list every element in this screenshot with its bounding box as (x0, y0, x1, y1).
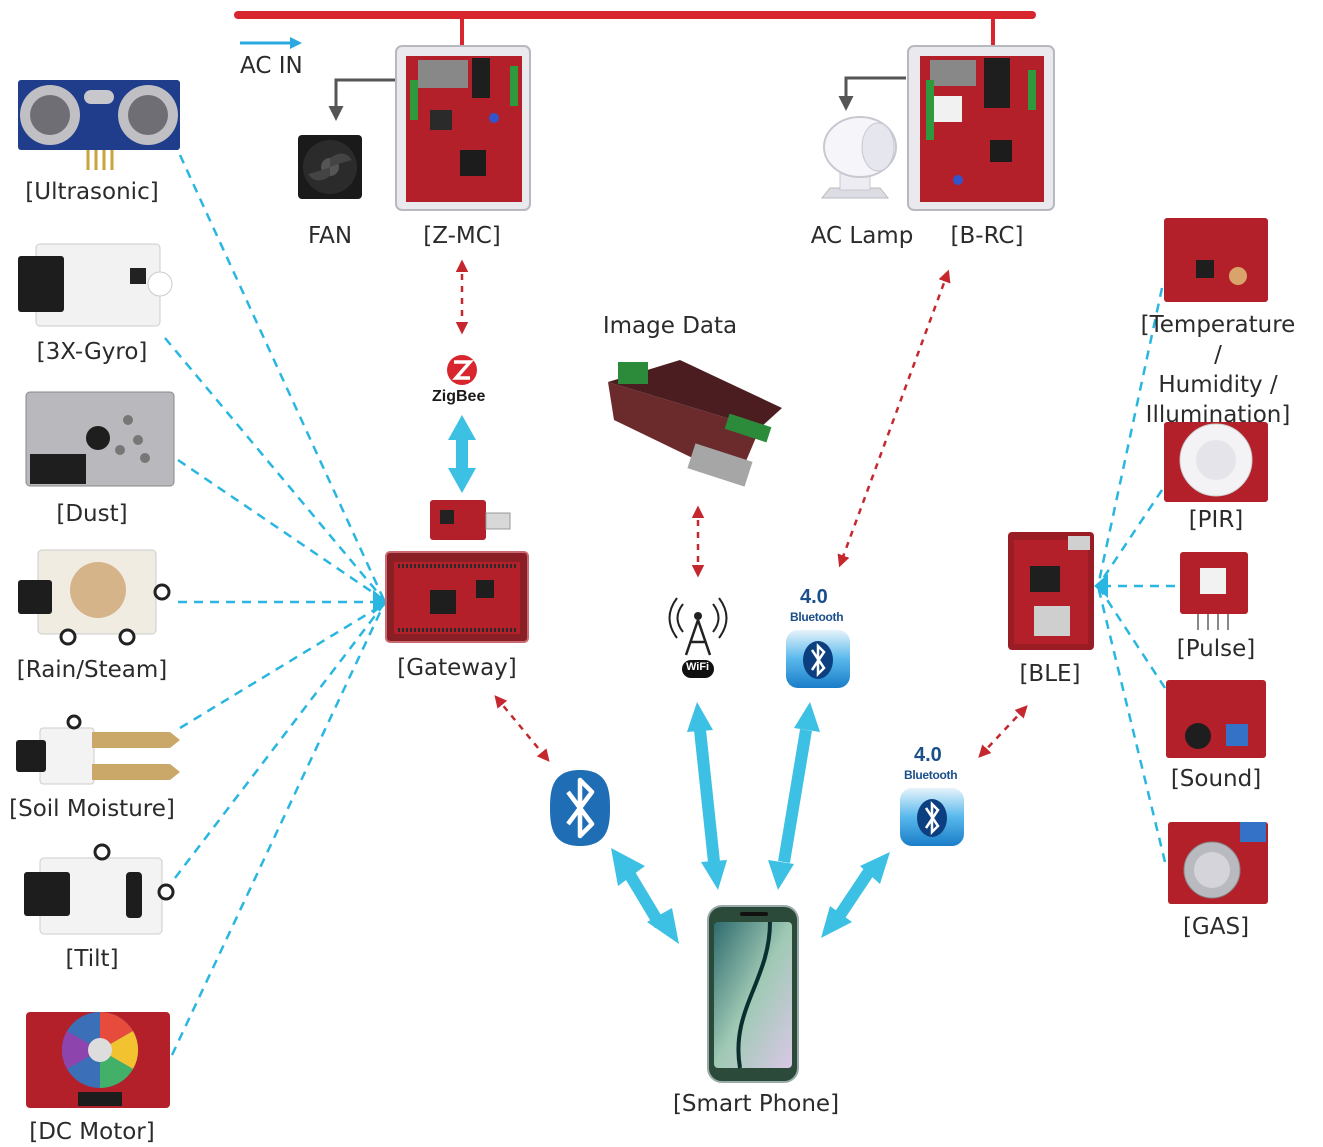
dc-motor-board (26, 1011, 170, 1108)
ble-arrowhead (1094, 574, 1108, 598)
image-data-label: Image Data (602, 313, 738, 339)
fan-icon (298, 135, 362, 199)
sensor-label-soil-moisture: [Soil Moisture] (9, 796, 175, 822)
sensor-label-pir: [PIR] (1188, 507, 1244, 533)
soil-moisture-sensor (16, 714, 180, 785)
image-data-board (608, 360, 782, 487)
ac-in-arrow (240, 37, 302, 49)
ble-board (1008, 532, 1094, 650)
gateway-board (385, 551, 529, 643)
sensor-label-tilt: [Tilt] (65, 946, 119, 972)
right-sensor-links (1096, 287, 1175, 863)
gateway-arrowhead (373, 590, 388, 614)
ultrasonic-sensor (18, 80, 180, 170)
fan-label: FAN (307, 223, 353, 249)
sensor-label-sound: [Sound] (1170, 766, 1262, 792)
sensor-label-rain-steam: [Rain/Steam] (16, 657, 168, 683)
sound-sensor (1166, 680, 1266, 758)
sensor-label-gas: [GAS] (1182, 914, 1250, 940)
zigbee-logo-icon (447, 355, 477, 385)
tilt-sensor (24, 843, 175, 935)
ble-label: [BLE] (1019, 661, 1081, 687)
sensor-label-3x-gyro: [3X-Gyro] (36, 339, 148, 365)
wireless-links (455, 259, 1028, 762)
temperature-humidity-illumination-sensor (1164, 218, 1268, 302)
ac-lamp-icon (820, 116, 897, 199)
z-mc-label: [Z-MC] (423, 223, 501, 249)
zmc-controller-board (395, 45, 531, 211)
brc-controller-board (907, 45, 1055, 211)
bluetooth-logo-icon (550, 770, 610, 846)
ac-in-label: AC IN (240, 53, 303, 79)
bluetooth-4-version-text-right: 4.0 (914, 744, 942, 766)
gateway-label: [Gateway] (397, 655, 517, 681)
phone-links (456, 438, 875, 929)
zigbee-logo-text: ZigBee (432, 388, 486, 405)
sensor-label-ultrasonic: [Ultrasonic] (25, 179, 159, 205)
dust-sensor (25, 391, 175, 487)
sensor-label-dc-motor: [DC Motor] (29, 1119, 155, 1145)
sensor-label-dust: [Dust] (56, 501, 128, 527)
wifi-tower-icon (668, 597, 728, 678)
brc-lamp-connector (838, 76, 906, 111)
zmc-fan-connector (328, 78, 398, 121)
bluetooth-4-logo-icon-right (900, 788, 964, 846)
bluetooth-4-version-text: 4.0 (800, 586, 828, 608)
gas-sensor (1168, 822, 1268, 904)
smart-phone-label: [Smart Phone] (672, 1091, 840, 1117)
pir-sensor (1164, 422, 1268, 502)
gyro-sensor (18, 243, 173, 327)
wifi-logo-text: WiFi (686, 661, 710, 673)
smart-phone-icon (707, 905, 799, 1083)
b-rc-label: [B-RC] (950, 223, 1024, 249)
sensor-label-temperature-humidity-illumination: [Temperature / Humidity / Illumination] (1140, 312, 1296, 428)
rain-steam-sensor (18, 549, 171, 646)
bluetooth-4-word-text-right: Bluetooth (904, 768, 958, 782)
zigbee-usb-dongle (430, 500, 511, 540)
left-sensor-links (164, 154, 386, 1056)
phone-link-arrowheads (448, 415, 890, 944)
bluetooth-4-word-text: Bluetooth (790, 610, 844, 624)
sensor-label-pulse: [Pulse] (1176, 636, 1256, 662)
bluetooth-4-logo-icon (786, 630, 850, 688)
ac-lamp-label: AC Lamp (810, 223, 914, 249)
pulse-sensor (1180, 552, 1248, 630)
ac-power-line (234, 11, 1036, 45)
